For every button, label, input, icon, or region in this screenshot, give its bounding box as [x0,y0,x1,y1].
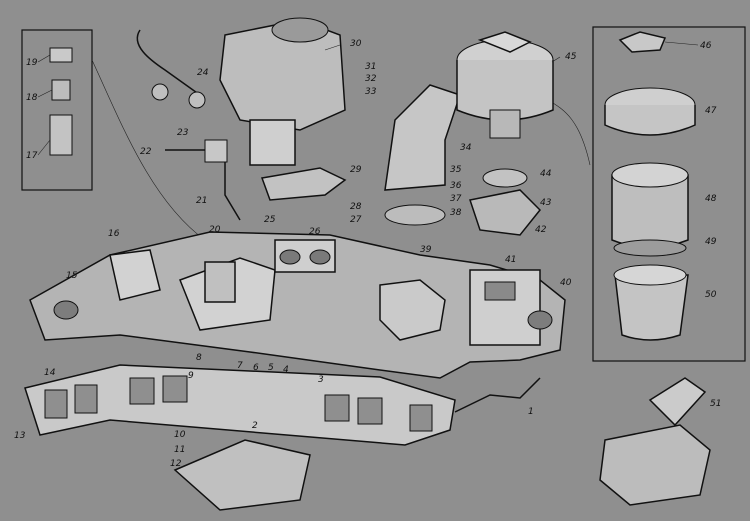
label-8: 8 [196,353,202,363]
fitting-18 [51,79,71,101]
water-outlet-elbow [384,84,461,191]
label-9: 9 [188,371,194,381]
label-17: 17 [26,151,38,161]
label-43: 43 [540,198,552,208]
label-26: 26 [309,227,321,237]
label-14: 14 [44,368,56,378]
label-50: 50 [705,290,717,300]
label-48: 48 [705,194,717,204]
vacuum-pipe [165,149,241,221]
label-44: 44 [540,169,552,179]
carburetor-gasket [260,167,347,201]
label-16: 16 [108,229,120,239]
label-3: 3 [318,375,324,385]
label-20: 20 [209,225,221,235]
label-13: 13 [14,431,26,441]
label-18: 18 [26,93,38,103]
carburetor [219,17,346,166]
label-19: 19 [26,58,38,68]
inset-box-air-cleaner [592,26,746,362]
label-37: 37 [450,194,462,204]
label-45: 45 [565,52,577,62]
label-32: 32 [365,74,377,84]
fuel-pipe [136,29,201,96]
label-2: 2 [252,421,258,431]
wing-nut [618,31,667,53]
air-cleaner-assembly [456,31,554,139]
label-29: 29 [350,165,362,175]
label-39: 39 [420,245,432,255]
oil-bath-cup [614,274,689,341]
label-40: 40 [560,278,572,288]
label-7: 7 [237,361,243,371]
label-51: 51 [710,399,721,409]
fitting-19 [49,47,73,63]
fitting-17 [49,114,73,156]
label-47: 47 [705,106,717,116]
inset-box-fittings [21,29,93,191]
manifold-gasket [24,364,456,446]
label-22: 22 [140,147,152,157]
filter-gasket [613,239,687,257]
outlet-flange [384,204,446,226]
label-23: 23 [177,128,189,138]
label-21: 21 [196,196,207,206]
label-11: 11 [174,445,185,455]
label-33: 33 [365,87,377,97]
label-27: 27 [350,215,362,225]
label-30: 30 [350,39,362,49]
label-10: 10 [174,430,186,440]
heat-riser-plate [173,439,311,511]
water-outlet-fitting [599,424,711,506]
label-25: 25 [264,215,276,225]
label-4: 4 [283,365,289,375]
label-42: 42 [535,225,547,235]
label-41: 41 [505,255,516,265]
thermostat-housing [469,189,542,236]
label-35: 35 [450,165,462,175]
label-5: 5 [268,363,274,373]
label-36: 36 [450,181,462,191]
label-24: 24 [197,68,209,78]
intake-manifold [29,231,566,379]
label-28: 28 [350,202,362,212]
label-49: 49 [705,237,717,247]
bracket [454,377,541,413]
label-15: 15 [66,271,78,281]
label-31: 31 [365,62,376,72]
thermostat-ring [482,168,528,188]
label-6: 6 [253,363,259,373]
label-38: 38 [450,208,462,218]
label-46: 46 [700,41,712,51]
label-34: 34 [460,143,472,153]
label-1: 1 [528,407,534,417]
arrow-fittings-to-manifold [91,59,206,241]
arrow-air-cleaner-to-inset [547,99,591,166]
label-12: 12 [170,459,182,469]
